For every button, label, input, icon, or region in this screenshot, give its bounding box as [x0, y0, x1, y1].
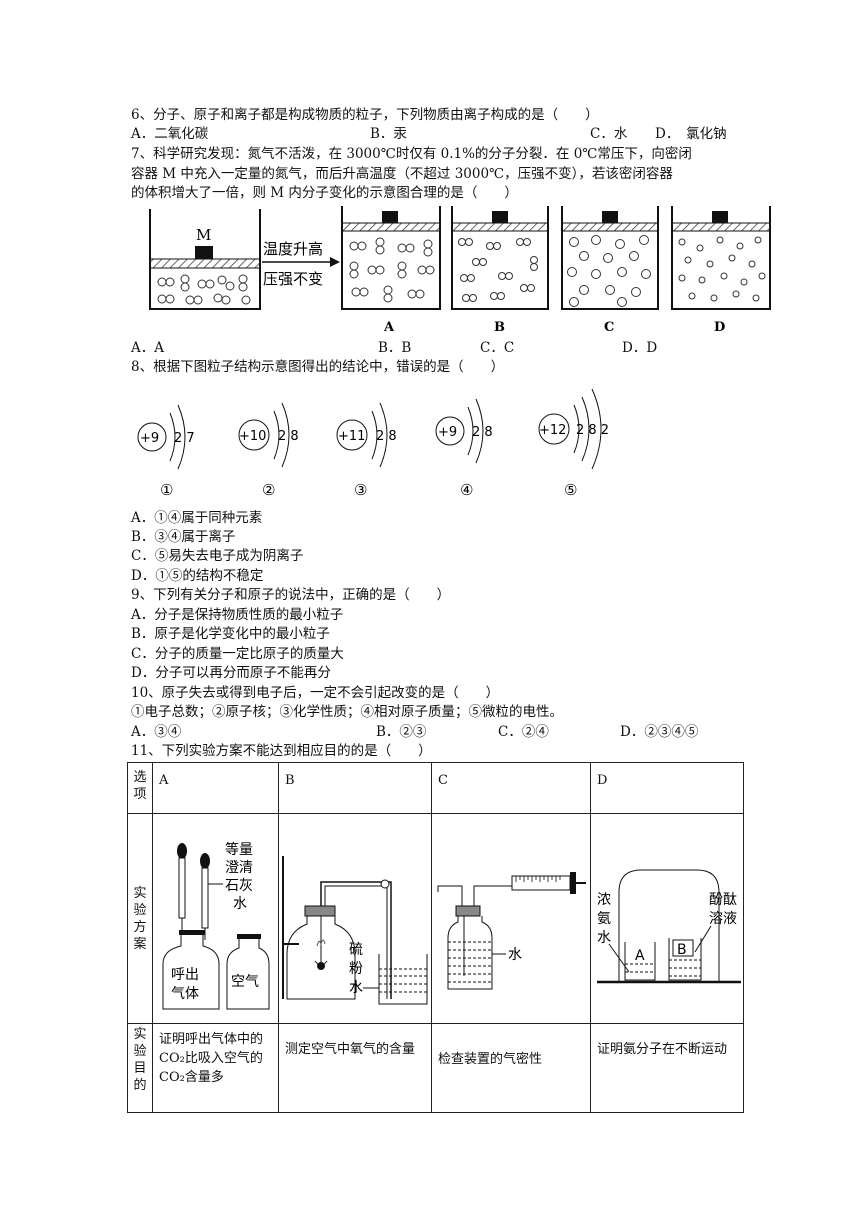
q9-stem: 9、下列有关分子和原子的说法中，正确的是（ ） [131, 587, 451, 603]
svg-text:浓: 浓 [597, 892, 611, 908]
panel-c-label: C [604, 320, 614, 335]
svg-text:+11: +11 [338, 429, 365, 444]
panel-a-label: A [383, 320, 395, 335]
svg-text:+9: +9 [438, 425, 457, 440]
svg-text:酚酞: 酚酞 [709, 892, 737, 908]
panel-d-label: D [714, 320, 725, 335]
q7-option-d: D．D [622, 340, 658, 356]
svg-text:溶液: 溶液 [709, 911, 737, 927]
panel-b: B [451, 206, 549, 335]
col-c-header: C [431, 762, 591, 814]
scheme-b: 硫 粉 水 [278, 813, 432, 1024]
svg-text:2 8: 2 8 [278, 429, 299, 444]
container-m: M [149, 209, 261, 310]
scheme-a: 等量 澄清 石灰 水 呼出 气体 空气 [152, 813, 279, 1024]
panel-d: D [671, 206, 771, 335]
q9-option-d: D．分子可以再分而原子不能再分 [131, 665, 331, 681]
row-header-scheme: 实验方案 [127, 813, 153, 1024]
q10-items: ①电子总数；②原子核；③化学性质；④相对原子质量；⑤微粒的电性。 [131, 704, 563, 720]
svg-text:硫: 硫 [349, 942, 363, 958]
q7-stem-line3: 的体积增大了一倍，则 M 内分子变化的示意图合理的是（ ） [131, 185, 518, 201]
q10-option-d: D．②③④⑤ [620, 724, 699, 740]
svg-text:+9: +9 [140, 431, 159, 446]
q6-option-c: C．水 [590, 126, 628, 142]
svg-text:+12: +12 [539, 423, 566, 438]
svg-text:气体: 气体 [171, 986, 199, 1002]
q11-stem: 11、下列实验方案不能达到相应目的的是（ ） [131, 743, 432, 759]
svg-text:③: ③ [354, 481, 367, 499]
svg-text:氨: 氨 [597, 911, 611, 927]
scheme-c: 水 [431, 813, 591, 1024]
svg-text:澄清: 澄清 [225, 860, 253, 876]
svg-text:②: ② [262, 481, 275, 499]
q6-option-d: D． 氯化钠 [655, 126, 727, 142]
particle-1: +9 2 7 ① [137, 404, 195, 499]
q9-option-c: C．分子的质量一定比原子的质量大 [131, 646, 344, 662]
q10-option-b: B．②③ [376, 724, 427, 740]
particle-5: +12 2 8 2 ⑤ [538, 388, 609, 499]
q8-option-d: D．①⑤的结构不稳定 [131, 568, 264, 584]
col-b-header: B [278, 762, 432, 814]
purpose-a: 证明呼出气体中的CO₂比吸入空气的CO₂含量多 [152, 1023, 279, 1113]
panel-a: A [341, 206, 441, 335]
q10-stem: 10、原子失去或得到电子后，一定不会引起改变的是（ ） [131, 685, 500, 701]
q9-option-b: B．原子是化学变化中的最小粒子 [131, 626, 330, 642]
q8-option-c: C．⑤易失去电子成为阴离子 [131, 548, 304, 564]
arrow-text-2: 压强不变 [263, 270, 323, 288]
svg-text:2 8 2: 2 8 2 [576, 423, 609, 438]
svg-text:2 8: 2 8 [376, 429, 397, 444]
svg-text:水: 水 [597, 930, 611, 946]
col-a-header: A [152, 762, 279, 814]
arrow-text-1: 温度升高 [263, 240, 323, 258]
q7-figure: M 温度升高 压强不变 [149, 206, 771, 335]
svg-text:④: ④ [460, 481, 473, 499]
q9-option-a: A．分子是保持物质性质的最小粒子 [131, 607, 344, 623]
svg-text:+10: +10 [239, 429, 266, 444]
q11-experiment-table: 选项 A B C D 实验方案 等量 澄清 石灰 水 [127, 762, 744, 1113]
panel-b-label: B [494, 320, 505, 335]
q7-option-b: B．B [378, 340, 412, 356]
q10-option-a: A．③④ [131, 724, 182, 740]
purpose-c: 检查装置的气密性 [431, 1023, 591, 1113]
purpose-b: 测定空气中氧气的含量 [278, 1023, 432, 1113]
svg-text:空气: 空气 [231, 974, 259, 990]
svg-text:①: ① [160, 481, 173, 499]
q8-stem: 8、根据下图粒子结构示意图得出的结论中，错误的是（ ） [131, 359, 505, 375]
row-header-purpose: 实验目的 [127, 1023, 153, 1113]
svg-text:等量: 等量 [225, 841, 253, 858]
row-header-option: 选项 [127, 762, 153, 814]
particle-3: +11 2 8 ③ [336, 402, 397, 499]
q7-stem-line1: 7、科学研究发现：氮气不活泼，在 3000℃时仅有 0.1%的分子分裂．在 0℃… [131, 146, 692, 162]
svg-text:粉: 粉 [349, 961, 363, 977]
svg-text:⑤: ⑤ [564, 481, 577, 499]
q6-option-b: B．汞 [370, 126, 407, 142]
svg-text:水: 水 [233, 896, 247, 912]
q8-particle-diagrams: +9 2 7 ① +10 2 8 ② +11 2 8 ③ +9 [137, 388, 609, 499]
svg-text:2 8: 2 8 [472, 425, 493, 440]
container-label: M [196, 226, 211, 244]
svg-text:水: 水 [349, 980, 363, 996]
particle-2: +10 2 8 ② [238, 402, 299, 499]
q10-option-c: C．②④ [498, 724, 549, 740]
panel-c: C [561, 206, 659, 335]
purpose-d: 证明氨分子在不断运动 [590, 1023, 744, 1113]
svg-text:呼出: 呼出 [171, 967, 199, 983]
scheme-d: 浓 氨 水 酚酞 溶液 A B [590, 813, 744, 1024]
col-d-header: D [590, 762, 744, 814]
svg-text:A: A [635, 948, 645, 964]
q7-option-a: A．A [131, 340, 164, 356]
q8-option-b: B．③④属于离子 [131, 529, 236, 545]
q7-stem-line2: 容器 M 中充入一定量的氮气，而后升高温度（不超过 3000℃，压强不变），若该… [131, 166, 673, 182]
q7-option-c: C．C [480, 340, 515, 356]
svg-text:2 7: 2 7 [174, 431, 195, 446]
q6-stem: 6、分子、原子和离子都是构成物质的粒子，下列物质由离子构成的是（ ） [131, 107, 599, 123]
svg-text:水: 水 [508, 947, 522, 963]
q8-option-a: A．①④属于同种元素 [131, 510, 263, 526]
svg-text:石灰: 石灰 [225, 878, 253, 894]
q6-option-a: A．二氧化碳 [131, 126, 209, 142]
svg-text:B: B [677, 942, 687, 958]
particle-4: +9 2 8 ④ [435, 398, 493, 499]
